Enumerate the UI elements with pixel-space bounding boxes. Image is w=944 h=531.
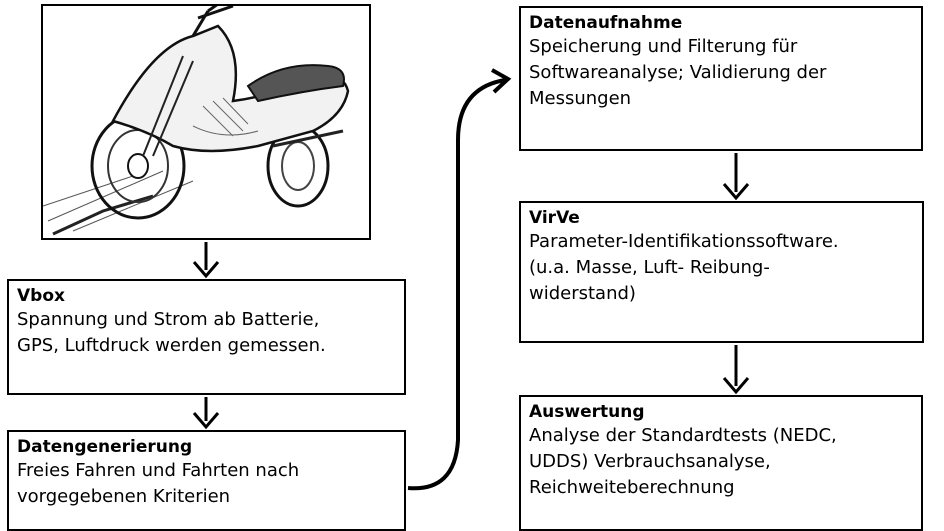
auswertung-box: Auswertung Analyse der Standardtests (NE… — [519, 395, 923, 531]
vbox-text: Spannung und Strom ab Batterie, GPS, Luf… — [17, 309, 326, 356]
scooter-sketch-image — [41, 2, 371, 240]
datenaufnahme-text: Speicherung und Filterung für Softwarean… — [529, 36, 827, 109]
arrow-datenaufnahme-to-virve — [722, 153, 750, 201]
datenaufnahme-title: Datenaufnahme — [529, 13, 683, 33]
datengenerierung-box: Datengenerierung Freies Fahren und Fahrt… — [7, 430, 406, 531]
datenaufnahme-box: Datenaufnahme Speicherung und Filterung … — [519, 6, 923, 151]
vbox-title: Vbox — [17, 286, 65, 306]
arrow-virve-to-auswertung — [722, 345, 750, 395]
vbox-box: Vbox Spannung und Strom ab Batterie, GPS… — [7, 279, 406, 395]
arrow-vbox-to-datengenerierung — [192, 397, 220, 430]
auswertung-title: Auswertung — [529, 402, 645, 422]
scooter-sketch-icon — [42, 2, 350, 236]
virve-box: VirVe Parameter-Identifikationssoftware.… — [519, 201, 924, 343]
virve-title: VirVe — [529, 208, 580, 228]
arrow-datengenerierung-to-datenaufnahme — [407, 68, 512, 491]
arrow-image-to-vbox — [192, 242, 220, 279]
datengenerierung-text: Freies Fahren und Fahrten nach vorgegebe… — [17, 460, 300, 507]
datengenerierung-title: Datengenerierung — [17, 437, 193, 457]
virve-text: Parameter-Identifikationssoftware. (u.a.… — [529, 231, 839, 304]
auswertung-text: Analyse der Standardtests (NEDC, UDDS) V… — [529, 425, 837, 498]
